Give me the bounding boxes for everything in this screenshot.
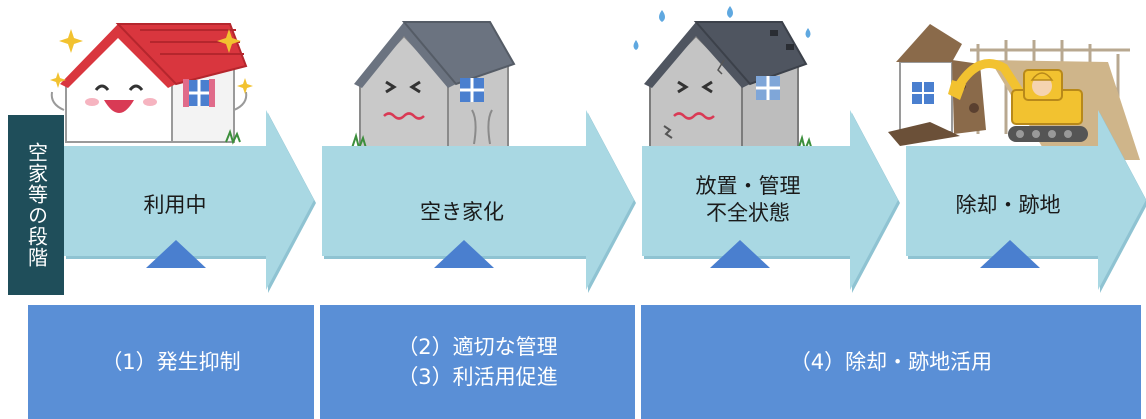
triangle-marker-icon	[710, 240, 770, 268]
stage-label-line: 利用中	[143, 193, 207, 217]
stage-label-demolition: 除却・跡地	[908, 192, 1108, 219]
stage-label-line: 放置・管理	[695, 174, 801, 198]
measure-box-demolition-reuse: （4）除却・跡地活用	[641, 305, 1141, 419]
stage-arrow-demolition	[906, 110, 1146, 290]
stage-markers	[146, 240, 1040, 268]
measure-line: （2）適切な管理	[397, 335, 558, 359]
stage-title: 空家等の段階	[8, 115, 64, 295]
measure-line: （3）利活用促進	[397, 365, 558, 389]
measure-box-prevention: （1）発生抑制	[28, 305, 314, 419]
stage-arrow-becoming-vacant	[322, 110, 634, 290]
measure-line: （1）発生抑制	[101, 350, 241, 374]
stage-label-line: 不全状態	[706, 201, 790, 225]
measure-line: （4）除却・跡地活用	[789, 350, 993, 374]
measure-box-management-utilization: （2）適切な管理 （3）利活用促進	[320, 305, 635, 419]
triangle-marker-icon	[980, 240, 1040, 268]
stage-label-becoming-vacant: 空き家化	[362, 199, 562, 226]
stage-arrow-in-use	[64, 110, 314, 290]
stage-label-line: 空き家化	[420, 200, 504, 224]
stage-arrow-neglected	[642, 110, 898, 290]
stage-label-neglected: 放置・管理 不全状態	[648, 173, 848, 227]
triangle-marker-icon	[434, 240, 494, 268]
stage-label-in-use: 利用中	[75, 192, 275, 219]
stage-arrows	[64, 110, 1146, 293]
happy-house-illustration	[50, 23, 253, 145]
deteriorated-house-illustration	[633, 6, 813, 154]
triangle-marker-icon	[146, 240, 206, 268]
stage-label-line: 除却・跡地	[955, 193, 1061, 217]
illustration-layer	[50, 6, 1146, 293]
worried-house-illustration	[351, 21, 516, 152]
